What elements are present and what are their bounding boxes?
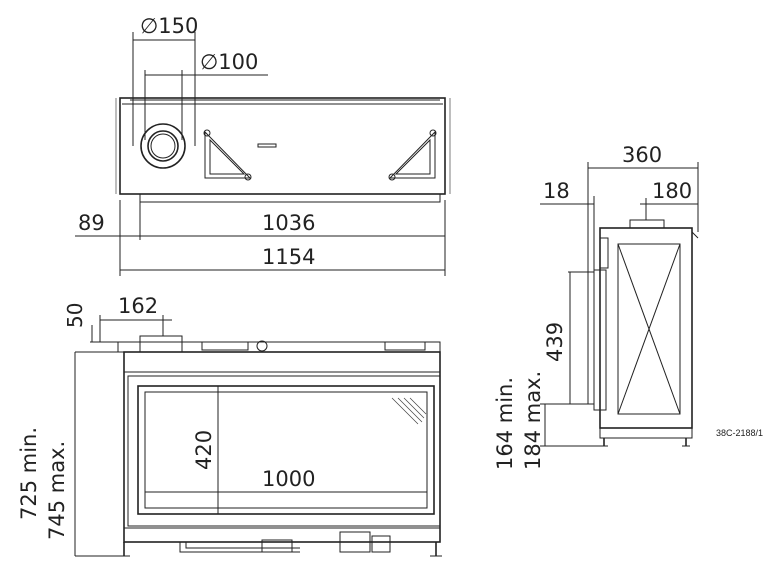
- dim-flue-pos: 162: [118, 294, 158, 318]
- left-bracket: [203, 129, 252, 181]
- flue-collar: [140, 123, 186, 169]
- dim-height-max: 745 max.: [45, 441, 69, 540]
- side-view-flange: [587, 203, 595, 405]
- drawing-reference: 38C-2188/1: [716, 428, 763, 438]
- side-view-body: [599, 227, 693, 429]
- dim-leg-min: 164 min.: [493, 377, 517, 470]
- glass-reflection: [391, 397, 427, 425]
- top-view-label-plate: [257, 143, 277, 148]
- dim-flue-depth: 180: [652, 179, 692, 203]
- dim-glass-width: 1000: [262, 467, 315, 491]
- right-bracket: [388, 129, 437, 181]
- side-view: 360 18 180 439 164 min. 184 max. 38C-218…: [493, 143, 763, 470]
- top-view: ∅150 ∅100 89 1036 1154: [75, 14, 451, 276]
- dim-glass-height: 420: [192, 430, 216, 470]
- dim-height-min: 725 min.: [17, 427, 41, 520]
- dim-inner-width: 1036: [262, 211, 315, 235]
- front-view: 50 162 725 min. 745 max. 420 1000: [17, 294, 442, 557]
- dim-leg-max: 184 max.: [521, 371, 545, 470]
- front-view-flue: [139, 335, 183, 353]
- dim-flue-inner: ∅100: [200, 50, 258, 74]
- side-view-flue: [629, 219, 665, 229]
- dim-flange: 18: [543, 179, 570, 203]
- dim-offset: 89: [78, 211, 105, 235]
- glass-panel: [137, 385, 435, 515]
- top-view-rail: [139, 193, 441, 203]
- dim-depth: 360: [622, 143, 662, 167]
- dim-side-height: 439: [543, 322, 567, 362]
- dim-flue-outer: ∅150: [140, 14, 198, 38]
- gas-piping: [179, 531, 391, 553]
- top-view-body: [119, 97, 446, 195]
- dim-top-offset: 50: [63, 303, 87, 328]
- dim-total-width: 1154: [262, 245, 315, 269]
